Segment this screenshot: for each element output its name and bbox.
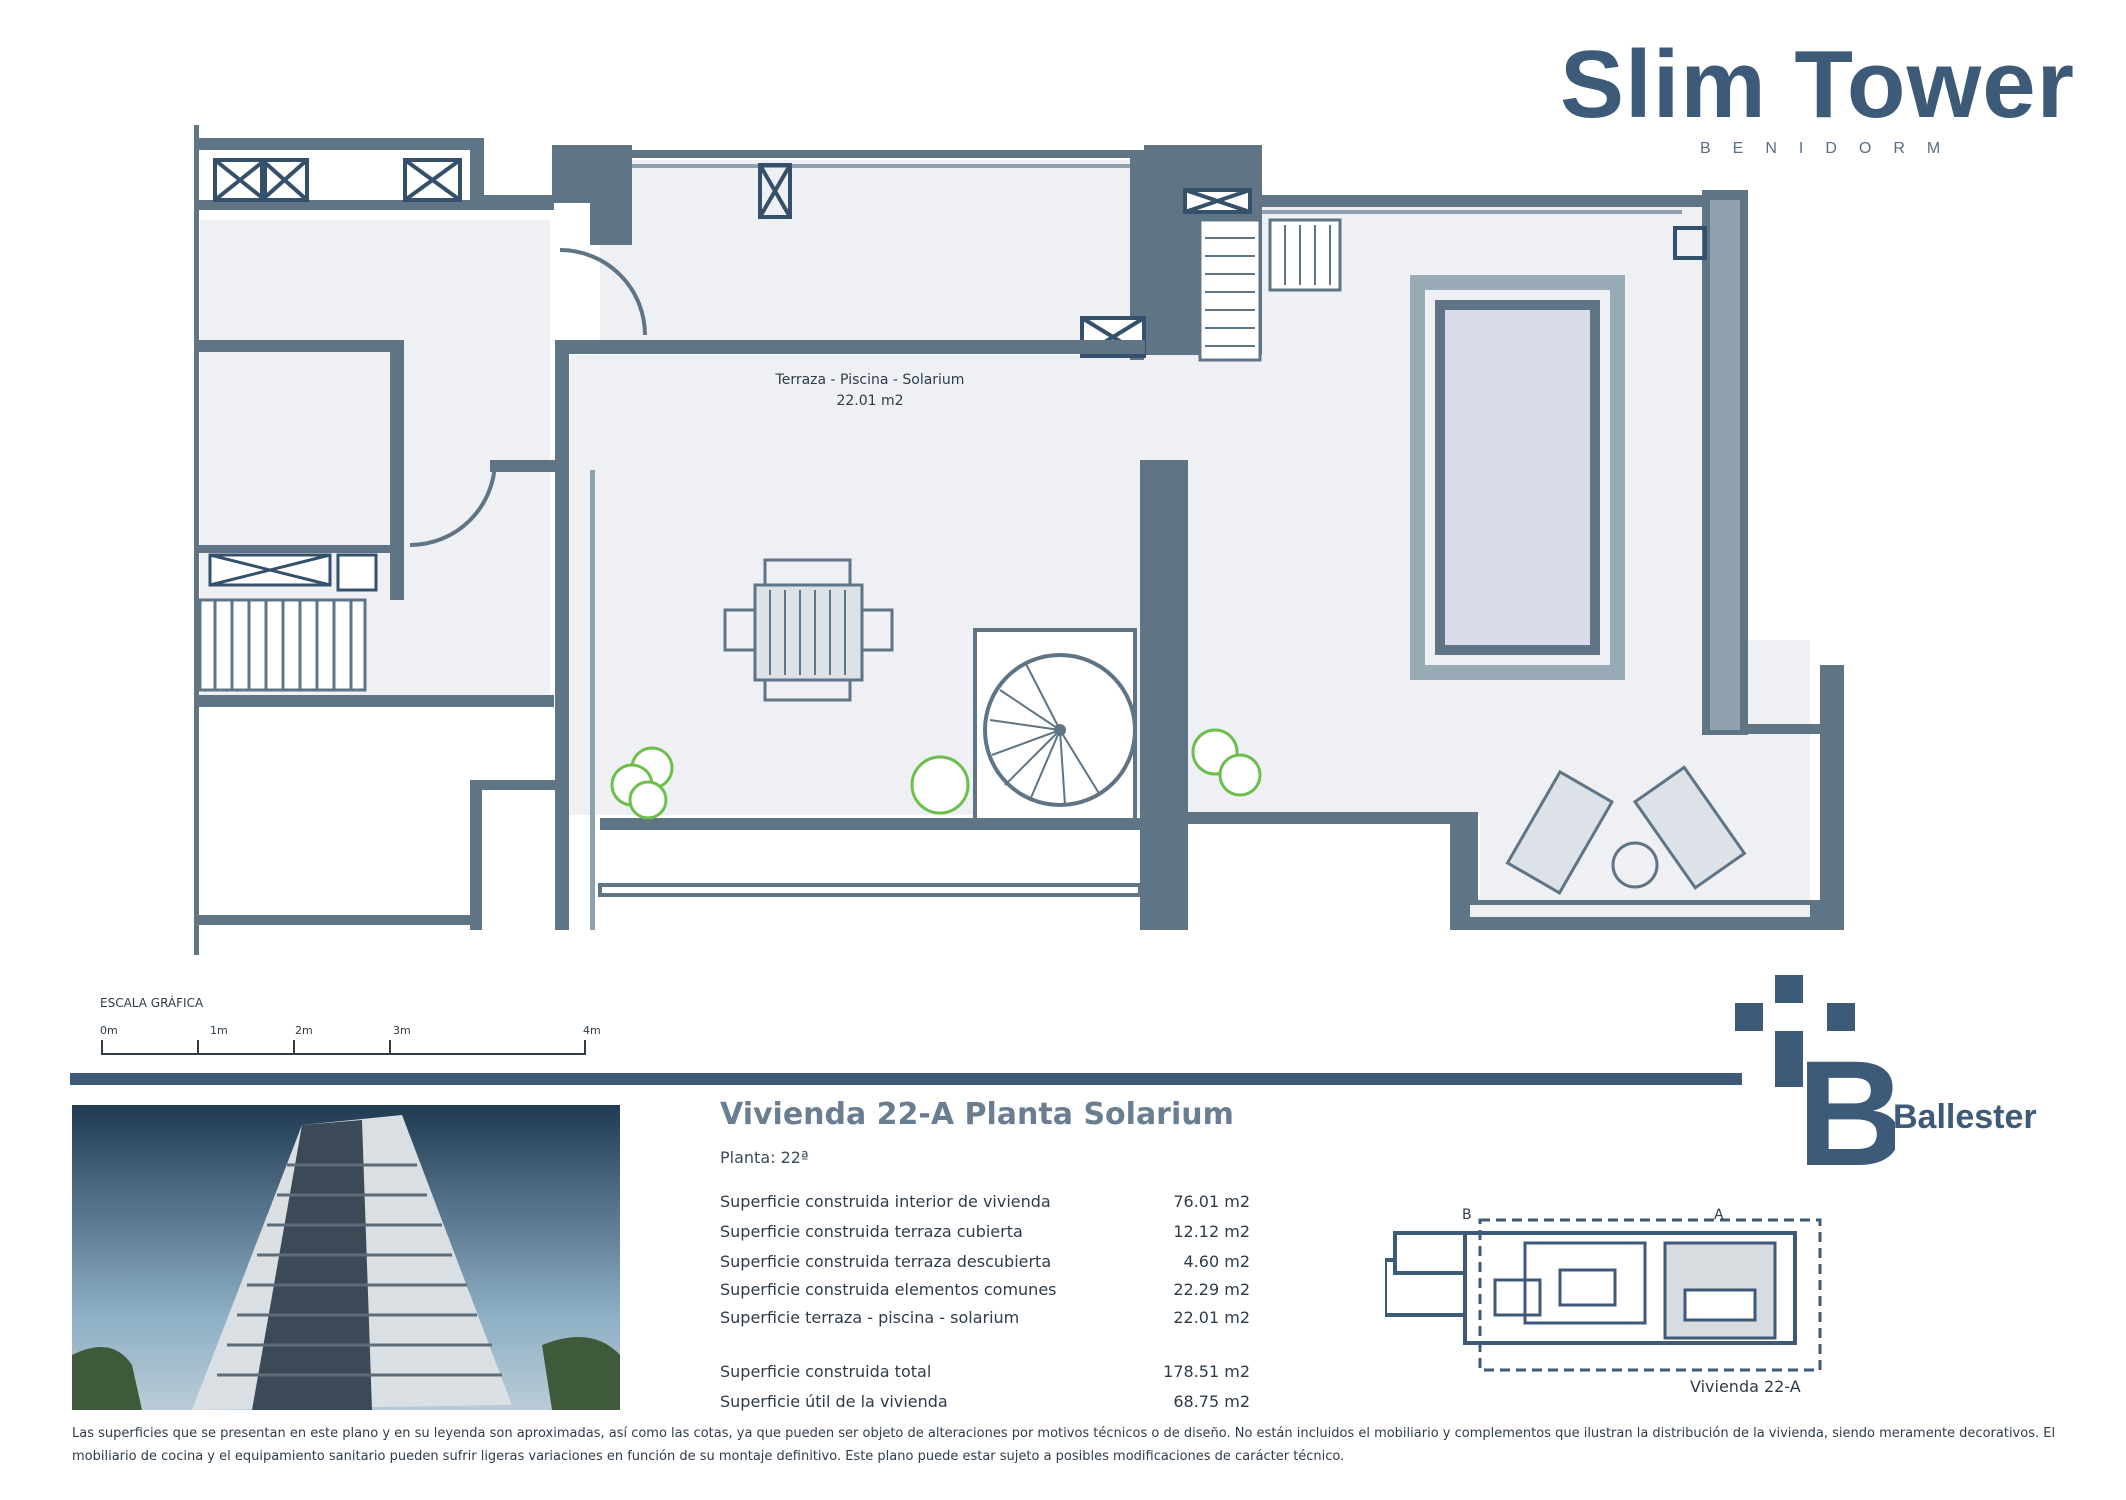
developer-name: Ballester xyxy=(1893,1098,2037,1136)
key-plan-label: Vivienda 22-A xyxy=(1690,1377,1801,1396)
wall xyxy=(590,470,595,930)
wall xyxy=(194,200,554,210)
disclaimer-text: Las superficies que se presentan en este… xyxy=(72,1426,2056,1464)
area-value: 76.01 m2 xyxy=(1173,1192,1250,1211)
area-label: Superficie útil de la vivienda xyxy=(720,1392,948,1411)
room-label: Terraza - Piscina - Solarium xyxy=(775,372,965,388)
unit-floor: Planta: 22ª xyxy=(720,1148,809,1167)
area-label: Superficie construida total xyxy=(720,1362,932,1381)
ventilation-shaft xyxy=(758,163,792,219)
scale-bar xyxy=(101,1040,586,1055)
wall xyxy=(1262,195,1710,207)
area-value: 68.75 m2 xyxy=(1173,1392,1250,1411)
key-plan-mark-a: A xyxy=(1714,1207,1724,1223)
wall xyxy=(632,164,1142,168)
wall xyxy=(470,780,555,790)
wall xyxy=(555,340,1145,354)
pool-water xyxy=(1435,300,1600,655)
spiral-staircase xyxy=(983,653,1137,807)
area-label: Superficie construida interior de vivien… xyxy=(720,1192,1051,1211)
area-value: 178.51 m2 xyxy=(1163,1362,1250,1381)
area-value: 4.60 m2 xyxy=(1183,1252,1250,1271)
wall xyxy=(470,780,482,930)
door-swing xyxy=(409,459,497,547)
ventilation-shaft xyxy=(208,553,378,592)
wall xyxy=(194,138,484,150)
brand-subtitle: BENIDORM xyxy=(1700,140,1963,157)
area-label: Superficie construida terraza descubiert… xyxy=(720,1252,1052,1271)
wall xyxy=(470,138,484,210)
svg-text:B: B xyxy=(1797,1029,1895,1175)
key-plan-mark-b: B xyxy=(1462,1207,1472,1223)
staircase xyxy=(198,598,367,692)
wall xyxy=(1130,150,1144,360)
unit-title: Vivienda 22-A Planta Solarium xyxy=(720,1097,1234,1132)
spiral-stair-well xyxy=(973,628,1137,822)
column xyxy=(590,145,632,245)
table-slats xyxy=(769,590,846,675)
stair-grate-lines xyxy=(1205,225,1331,347)
stair-grate xyxy=(1198,218,1342,362)
area-label: Superficie terraza - piscina - solarium xyxy=(720,1308,1020,1327)
wall xyxy=(484,195,554,207)
corridor-floor xyxy=(600,160,1140,340)
building-render-image xyxy=(72,1105,620,1410)
scale-tick: 2m xyxy=(295,1024,313,1037)
scale-tick: 4m xyxy=(583,1024,601,1037)
wall xyxy=(1262,210,1682,214)
scale-bar-label: ESCALA GRÁFICA xyxy=(100,996,204,1010)
area-label: Superficie construida elementos comunes xyxy=(720,1280,1057,1299)
wall xyxy=(194,545,404,553)
area-value: 22.01 m2 xyxy=(1173,1308,1250,1327)
scale-tick: 1m xyxy=(210,1024,228,1037)
spiral-treads xyxy=(989,661,1101,806)
wall xyxy=(194,125,199,955)
column xyxy=(1140,460,1188,930)
wall xyxy=(632,150,1142,158)
scale-tick: 3m xyxy=(393,1024,411,1037)
wall xyxy=(555,340,569,930)
wall xyxy=(1188,812,1478,824)
key-plan xyxy=(1385,1218,1822,1372)
door-swing xyxy=(559,248,647,336)
wall xyxy=(194,340,404,352)
area-label: Superficie construida terraza cubierta xyxy=(720,1222,1023,1241)
plant xyxy=(610,728,1262,820)
wall xyxy=(490,460,555,472)
spiral-post xyxy=(1054,724,1066,736)
divider-bar xyxy=(70,1073,1742,1085)
wall xyxy=(1470,905,1810,917)
brand-title: Slim Tower xyxy=(1560,31,2075,138)
room-area: 22.01 m2 xyxy=(836,393,904,409)
ventilation-shaft xyxy=(213,158,462,202)
area-value: 22.29 m2 xyxy=(1173,1280,1250,1299)
wall xyxy=(1710,200,1740,730)
scale-tick: 0m xyxy=(100,1024,118,1037)
wall xyxy=(194,695,554,707)
wall xyxy=(1744,724,1824,734)
sun-lounger xyxy=(1505,765,1747,895)
area-value: 12.12 m2 xyxy=(1173,1222,1250,1241)
developer-logo-icon: B xyxy=(1735,975,1895,1175)
railing xyxy=(598,883,1142,897)
drain xyxy=(1673,226,1707,260)
wall xyxy=(194,915,482,925)
side-table xyxy=(1611,841,1659,889)
wall xyxy=(1820,665,1844,930)
wall xyxy=(390,340,404,600)
